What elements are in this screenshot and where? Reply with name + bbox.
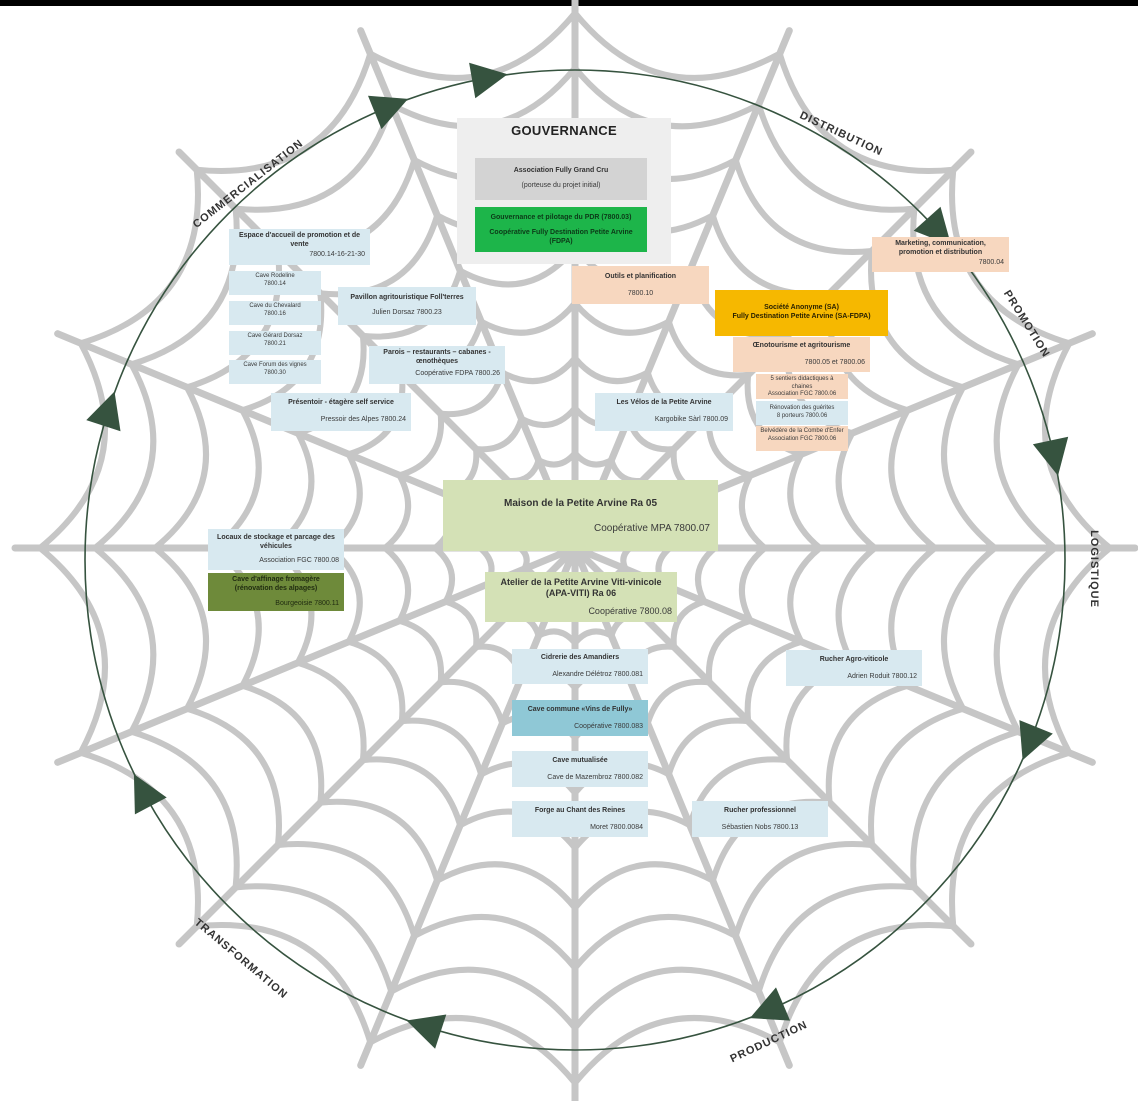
cave-chevalard-code: 7800.16 [264, 310, 286, 317]
cycle-arrowhead [368, 95, 409, 130]
renovation-guerites: Rénovation des guérites 8 porteurs 7800.… [756, 401, 848, 425]
oenotourisme-agritourisme: Œnotourisme et agritourisme 7800.05 et 7… [733, 337, 870, 372]
sa-sub: Fully Destination Petite Arvine (SA-FDPA… [732, 312, 871, 320]
atelier-code: Coopérative 7800.08 [588, 605, 672, 616]
parois-code: Coopérative FDPA 7800.26 [415, 369, 500, 377]
cave-gerard-title: Cave Gérard Dorsaz [247, 333, 303, 339]
cidrerie-title: Cidrerie des Amandiers [540, 654, 620, 661]
web-ring [37, 10, 1113, 1086]
locaux-stockage: Locaux de stockage et parcage des véhicu… [208, 529, 344, 570]
parois-restaurants: Parois – restaurants – cabanes - œnothèq… [369, 346, 505, 384]
cave-rodeline: Cave Rodeline 7800.14 [229, 271, 321, 295]
pilotage-title: Gouvernance et pilotage du PDR (7800.03) [490, 214, 632, 221]
guerites-title: Rénovation des guérites [769, 405, 835, 411]
cycle-arrowhead [749, 987, 791, 1021]
cave-rodeline-title: Cave Rodeline [255, 273, 295, 279]
rucher-agro-code: Adrien Roduit 7800.12 [847, 672, 917, 680]
rucher-agro-viticole: Rucher Agro-viticole Adrien Roduit 7800.… [786, 650, 922, 686]
cave-commune-vins-de-fully: Cave commune «Vins de Fully» Coopérative… [512, 700, 648, 736]
top-border [0, 0, 1138, 6]
cycle-arrowhead [1019, 720, 1053, 761]
rucher-pro-title: Rucher professionnel [724, 807, 796, 814]
value-chain-cycle [84, 62, 1069, 1051]
cave-commune-title: Cave commune «Vins de Fully» [527, 706, 633, 713]
cave-mutualisee-title: Cave mutualisée [552, 757, 608, 764]
pilotage-sub: Coopérative Fully Destination Petite Arv… [489, 228, 633, 245]
sentiers-didactiques: 5 sentiers didactiques à chaines Associa… [756, 374, 848, 399]
societe-anonyme: Société Anonyme (SA) Fully Destination P… [715, 290, 888, 336]
marketing-communication: Marketing, communication, promotion et d… [872, 237, 1009, 272]
sa-title: Société Anonyme (SA) [764, 304, 839, 311]
cave-commune-code: Coopérative 7800.083 [574, 722, 643, 730]
pavillon-title: Pavillon agritouristique Foll'terres [350, 294, 464, 301]
cave-chevalard-title: Cave du Chevalard [249, 303, 301, 309]
forge-chant-des-reines: Forge au Chant des Reines Moret 7800.008… [512, 801, 648, 837]
cycle-arrowhead [86, 391, 121, 432]
cycle-arrowhead [469, 62, 508, 99]
outils-title: Outils et planification [604, 273, 677, 280]
outils-code: 7800.10 [627, 289, 654, 297]
presentoir-self-service: Présentoir - étagère self service Presso… [271, 393, 411, 431]
association-sub: (porteuse du projet initial) [521, 181, 601, 189]
cycle-arrowhead [133, 774, 167, 815]
cycle-arrowhead [406, 1014, 447, 1049]
presentoir-code: Pressoir des Alpes 7800.24 [320, 415, 406, 423]
cave-gerard-code: 7800.21 [264, 340, 286, 347]
outils-planification: Outils et planification 7800.10 [572, 266, 709, 304]
rucher-agro-title: Rucher Agro-viticole [819, 656, 889, 663]
affinage-code: Bourgeoisie 7800.11 [275, 599, 339, 607]
cidrerie-amandiers: Cidrerie des Amandiers Alexandre Délétro… [512, 649, 648, 684]
espace-accueil-code: 7800.14-16-21-30 [309, 250, 365, 258]
pavillon-agritouristique: Pavillon agritouristique Foll'terres Jul… [338, 287, 476, 325]
velos-petite-arvine: Les Vélos de la Petite Arvine Kargobike … [595, 393, 733, 431]
atelier-petite-arvine: Atelier de la Petite Arvine Viti-vinicol… [485, 572, 677, 622]
cave-mutualisee: Cave mutualisée Cave de Mazembroz 7800.0… [512, 751, 648, 787]
cidrerie-code: Alexandre Délétroz 7800.081 [552, 670, 643, 678]
locaux-title: Locaux de stockage et parcage des véhicu… [217, 534, 335, 550]
label-logistique: LOGISTIQUE [1087, 530, 1100, 608]
cave-forum-des-vignes: Cave Forum des vignes 7800.30 [229, 360, 321, 384]
velos-code: Kargobike Sàrl 7800.09 [654, 415, 728, 423]
cycle-arrowhead [1032, 436, 1069, 476]
cave-chevalard: Cave du Chevalard 7800.16 [229, 301, 321, 325]
marketing-code: 7800.04 [978, 258, 1004, 266]
presentoir-title: Présentoir - étagère self service [288, 399, 394, 406]
association-fully-grand-cru: Association Fully Grand Cru (porteuse du… [475, 158, 647, 200]
rucher-professionnel: Rucher professionnel Sébastien Nobs 7800… [692, 801, 828, 837]
locaux-code: Association FGC 7800.08 [259, 556, 339, 564]
guerites-code: 8 porteurs 7800.06 [776, 412, 828, 419]
oenotourisme-code: 7800.05 et 7800.06 [804, 358, 865, 366]
marketing-title: Marketing, communication, promotion et d… [895, 240, 986, 256]
belvedere-combe-enfer: Belvédère de la Combe d'Enfer Associatio… [756, 426, 848, 451]
atelier-title: Atelier de la Petite Arvine Viti-vinicol… [500, 577, 662, 599]
maison-code: Coopérative MPA 7800.07 [593, 522, 710, 534]
cave-forum-title: Cave Forum des vignes [243, 362, 307, 368]
affinage-title: Cave d'affinage fromagère (rénovation de… [232, 576, 320, 592]
oenotourisme-title: Œnotourisme et agritourisme [752, 342, 851, 349]
maison-title: Maison de la Petite Arvine Ra 05 [503, 498, 658, 509]
association-title: Association Fully Grand Cru [513, 167, 609, 174]
espace-accueil: Espace d'accueil de promotion et de vent… [229, 229, 370, 265]
sentiers-title: 5 sentiers didactiques à chaines [770, 376, 834, 390]
velos-title: Les Vélos de la Petite Arvine [616, 399, 712, 406]
cycle-arrowhead [913, 206, 952, 246]
forge-title: Forge au Chant des Reines [534, 807, 626, 814]
belvedere-code: Association FGC 7800.06 [767, 435, 837, 442]
parois-title: Parois – restaurants – cabanes - œnothèq… [383, 349, 491, 365]
rucher-pro-code: Sébastien Nobs 7800.13 [721, 823, 799, 831]
cave-mutualisee-code: Cave de Mazembroz 7800.082 [547, 773, 643, 781]
cave-forum-code: 7800.30 [264, 369, 286, 376]
cave-affinage-fromagere: Cave d'affinage fromagère (rénovation de… [208, 573, 344, 611]
espace-accueil-title: Espace d'accueil de promotion et de vent… [238, 232, 361, 248]
sentiers-code: Association FGC 7800.06 [767, 391, 837, 397]
pavillon-code: Julien Dorsaz 7800.23 [372, 308, 442, 316]
gouvernance-title: GOUVERNANCE [511, 123, 617, 138]
cave-gerard-dorsaz: Cave Gérard Dorsaz 7800.21 [229, 331, 321, 355]
belvedere-title: Belvédère de la Combe d'Enfer [760, 428, 844, 434]
forge-code: Moret 7800.0084 [590, 823, 643, 831]
gouvernance-pilotage: Gouvernance et pilotage du PDR (7800.03)… [475, 207, 647, 252]
cave-rodeline-code: 7800.14 [264, 280, 286, 287]
cycle-circle [84, 69, 1066, 1051]
maison-petite-arvine: Maison de la Petite Arvine Ra 05 Coopéra… [443, 480, 718, 551]
